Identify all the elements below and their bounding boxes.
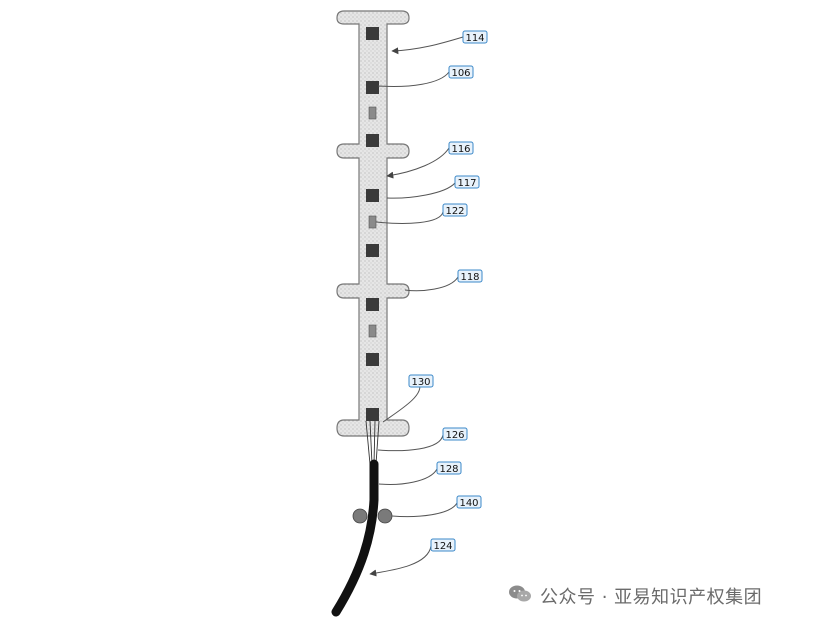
contact-pad: [366, 189, 379, 202]
reference-label-130: 130: [408, 374, 434, 388]
reference-label-122: 122: [442, 203, 468, 217]
leader-126: [377, 434, 444, 452]
conductor-wires: [365, 420, 380, 465]
ref-number: 106: [451, 68, 470, 79]
sensor: [368, 215, 377, 229]
watermark-text: 公众号 · 亚易知识产权集团: [540, 587, 763, 608]
sensor: [368, 106, 377, 120]
ref-number: 126: [445, 430, 464, 441]
contact-pad: [366, 27, 379, 40]
leader-lines: [369, 36, 464, 577]
leader-118: [404, 276, 459, 292]
contact-pad: [366, 81, 379, 94]
ref-number: 140: [459, 498, 478, 509]
leader-140: [391, 502, 458, 518]
reference-label-116: 116: [448, 141, 474, 155]
watermark: 公众号 · 亚易知识产权集团: [508, 582, 762, 610]
ref-number: 128: [439, 464, 458, 475]
reference-label-124: 124: [430, 538, 456, 552]
reference-label-114: 114: [462, 30, 488, 44]
clip-ball-left: [352, 508, 368, 524]
leader-106: [377, 71, 450, 87]
sensor: [368, 324, 377, 338]
ref-number: 118: [460, 272, 479, 283]
reference-label-117: 117: [454, 175, 480, 189]
ref-number: 114: [465, 33, 484, 44]
ref-number: 130: [411, 377, 430, 388]
reference-label-118: 118: [457, 269, 483, 283]
contact-pads: [366, 27, 379, 421]
leader-130: [382, 382, 421, 423]
leader-128: [378, 468, 438, 485]
contact-pad: [366, 353, 379, 366]
cable: [331, 459, 379, 617]
contact-pad: [366, 298, 379, 311]
sensors: [368, 106, 377, 338]
ref-number: 124: [433, 541, 452, 552]
leader-116: [386, 147, 450, 179]
wechat-icon: [508, 584, 532, 608]
reference-label-106: 106: [448, 65, 474, 79]
clip-ball-right: [377, 508, 393, 524]
leader-114: [391, 36, 464, 55]
contact-pad: [366, 408, 379, 421]
leader-122: [375, 211, 444, 224]
leader-117: [386, 182, 456, 199]
reference-label-140: 140: [456, 495, 482, 509]
ref-number: 116: [451, 144, 470, 155]
leader-124: [369, 545, 432, 577]
contact-pad: [366, 134, 379, 147]
ref-number: 122: [445, 206, 464, 217]
reference-label-126: 126: [442, 427, 468, 441]
reference-label-128: 128: [436, 461, 462, 475]
ref-number: 117: [457, 178, 476, 189]
contact-pad: [366, 244, 379, 257]
